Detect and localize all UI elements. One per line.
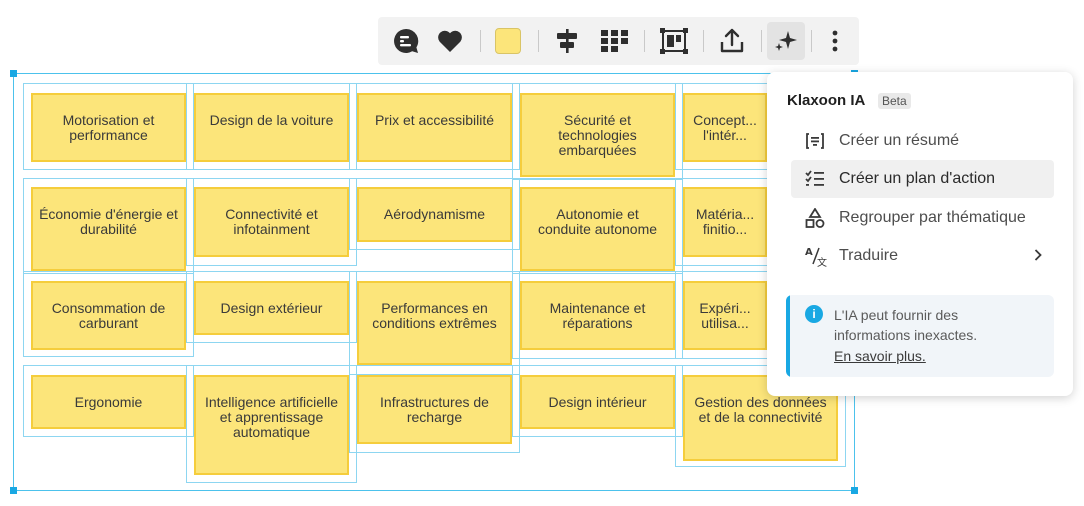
- resize-handle[interactable]: [10, 487, 17, 494]
- color-button[interactable]: [489, 22, 527, 60]
- menu-item-label: Créer un plan d'action: [839, 170, 996, 187]
- group-frame: [512, 83, 683, 180]
- shapes-icon: [791, 208, 835, 228]
- toolbar-divider: [480, 30, 481, 52]
- group-frame: [23, 271, 194, 357]
- svg-text:文: 文: [817, 256, 827, 267]
- group-frame: [349, 178, 520, 250]
- sticky-note[interactable]: Aérodynamisme: [357, 187, 512, 242]
- toolbar-divider: [644, 30, 645, 52]
- sticky-note[interactable]: Infrastructures de recharge: [357, 375, 512, 444]
- info-icon: i: [805, 305, 823, 323]
- menu-item-label: Regrouper par thématique: [839, 209, 1026, 226]
- group-frame: [512, 178, 683, 274]
- create-summary-item[interactable]: Créer un résumé: [791, 122, 1054, 160]
- toolbar-divider: [811, 30, 812, 52]
- group-frame: [512, 365, 683, 437]
- comment-button[interactable]: [387, 22, 425, 60]
- frame-icon: [660, 28, 688, 54]
- sticky-note[interactable]: Intelligence artificielle et apprentissa…: [194, 375, 349, 475]
- sticky-note[interactable]: Performances en conditions extrêmes: [357, 281, 512, 365]
- group-frame: [512, 271, 683, 359]
- menu-item-label: Traduire: [839, 247, 898, 264]
- group-frame: [186, 271, 357, 343]
- align-center-icon: [557, 29, 577, 53]
- more-vertical-icon: [832, 30, 838, 52]
- translate-item[interactable]: A 文 Traduire: [791, 237, 1054, 275]
- group-frame: [23, 365, 194, 437]
- ai-button[interactable]: [767, 22, 805, 60]
- group-frame: [23, 178, 194, 274]
- learn-more-link[interactable]: En savoir plus.: [834, 348, 926, 364]
- sticky-note[interactable]: Expéri... utilisa...: [683, 281, 767, 350]
- group-frame: [349, 365, 520, 453]
- frame-button[interactable]: [655, 22, 693, 60]
- ai-menu: Klaxoon IA Beta Créer un résumé Créer un…: [767, 72, 1073, 396]
- grid-layout-button[interactable]: [596, 22, 634, 60]
- sparkles-icon: [775, 31, 797, 51]
- color-swatch: [495, 28, 521, 54]
- svg-text:A: A: [805, 247, 813, 258]
- group-by-theme-item[interactable]: Regrouper par thématique: [791, 199, 1054, 237]
- selection-box[interactable]: Motorisation et performance Design de la…: [10, 70, 858, 494]
- sticky-note[interactable]: Prix et accessibilité: [357, 93, 512, 162]
- sticky-note[interactable]: Design intérieur: [520, 375, 675, 429]
- sticky-note[interactable]: Sécurité et technologies embarquées: [520, 93, 675, 177]
- heart-icon: [438, 30, 462, 52]
- comment-icon: [394, 28, 419, 53]
- reaction-button[interactable]: [431, 22, 469, 60]
- sticky-note[interactable]: Concept... l'intér...: [683, 93, 767, 162]
- resize-handle[interactable]: [10, 70, 17, 77]
- chevron-right-icon: [1034, 249, 1042, 261]
- resize-handle[interactable]: [851, 487, 858, 494]
- group-frame: [186, 365, 357, 483]
- toolbar-divider: [538, 30, 539, 52]
- sticky-note[interactable]: Consommation de carburant: [31, 281, 186, 350]
- upload-icon: [720, 28, 744, 53]
- sticky-note[interactable]: Autonomie et conduite autonome: [520, 187, 675, 271]
- sticky-note[interactable]: Connectivité et infotainment: [194, 187, 349, 257]
- ai-menu-title: Klaxoon IA: [787, 92, 866, 109]
- selection-toolbar: [378, 17, 859, 65]
- translate-icon: A 文: [791, 245, 835, 267]
- group-frame: [186, 178, 357, 266]
- align-button[interactable]: [548, 22, 586, 60]
- more-button[interactable]: [816, 22, 854, 60]
- ai-disclaimer: i L'IA peut fournir des informations ine…: [786, 295, 1054, 377]
- sticky-note[interactable]: Design extérieur: [194, 281, 349, 335]
- toolbar-divider: [761, 30, 762, 52]
- sticky-note[interactable]: Économie d'énergie et durabilité: [31, 187, 186, 271]
- grid-icon: [601, 30, 628, 52]
- toolbar-divider: [703, 30, 704, 52]
- sticky-note[interactable]: Motorisation et performance: [31, 93, 186, 162]
- menu-item-label: Créer un résumé: [839, 132, 960, 149]
- group-frame: [349, 271, 520, 375]
- sticky-note[interactable]: Design de la voiture: [194, 93, 349, 162]
- sticky-note[interactable]: Maintenance et réparations: [520, 281, 675, 350]
- beta-badge: Beta: [878, 93, 911, 109]
- disclaimer-text: L'IA peut fournir des informations inexa…: [834, 307, 978, 343]
- summary-icon: [791, 132, 835, 150]
- create-action-plan-item[interactable]: Créer un plan d'action: [791, 160, 1054, 198]
- checklist-icon: [791, 170, 835, 188]
- group-frame: [23, 83, 194, 170]
- group-frame: [186, 83, 357, 170]
- group-frame: [675, 365, 846, 467]
- info-accent-bar: [786, 295, 790, 377]
- export-button[interactable]: [713, 22, 751, 60]
- group-frame: [349, 83, 520, 170]
- sticky-note[interactable]: Matéria... finitio...: [683, 187, 767, 257]
- sticky-note[interactable]: Ergonomie: [31, 375, 186, 429]
